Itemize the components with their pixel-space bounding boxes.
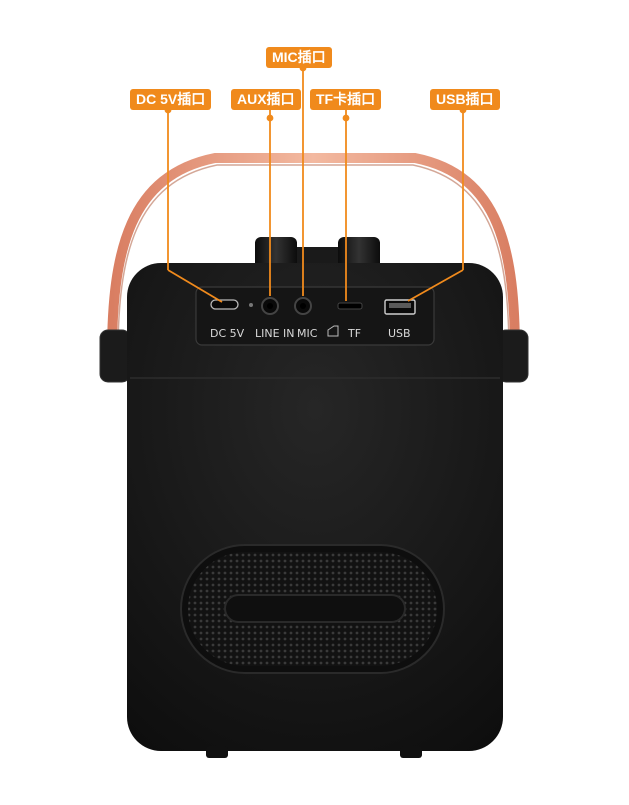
mic-label: MIC [297, 327, 318, 340]
tf-label: TF [348, 327, 362, 340]
port-panel [195, 286, 435, 346]
dc-label: DC 5V [210, 327, 245, 340]
line-in-label: LINE IN [255, 327, 295, 340]
tf-callout: TF卡插口 [310, 89, 382, 110]
usb-callout: USB插口 [430, 89, 500, 110]
grille-bar [224, 594, 406, 623]
tf-slot [337, 302, 363, 310]
mic-callout: MIC插口 [266, 47, 332, 68]
left-hinge [99, 329, 131, 383]
aux-callout: AUX插口 [231, 89, 301, 110]
dc-port [210, 299, 239, 310]
carry-handle [107, 153, 520, 360]
dc-callout: DC 5V插口 [130, 89, 212, 110]
leader-lines [164, 64, 467, 303]
usb-label: USB [388, 327, 411, 340]
